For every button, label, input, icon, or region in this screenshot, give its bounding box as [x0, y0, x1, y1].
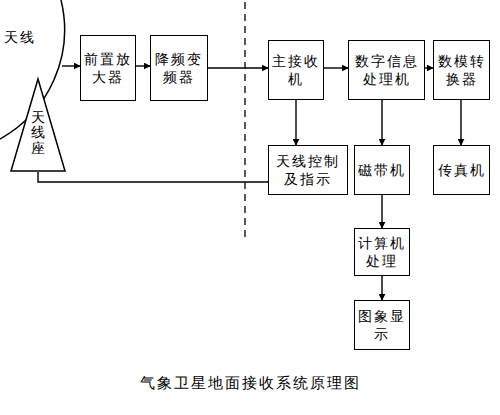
- connector-arrow: [208, 67, 268, 68]
- node-label: 计算机处理: [357, 234, 407, 270]
- node-label: 磁带机: [358, 161, 406, 179]
- process-box: 图象显示: [354, 300, 410, 350]
- node-label: 传真机: [438, 161, 486, 179]
- node-label: 降频变频器: [153, 50, 205, 86]
- node-label: 天线座: [31, 110, 45, 156]
- connector-arrow: [38, 172, 268, 182]
- process-box: 数模转换器: [433, 40, 490, 100]
- node-label: 图象显示: [357, 307, 407, 343]
- process-box: 计算机处理: [354, 228, 410, 276]
- connector-arrow: [324, 67, 348, 68]
- connector-arrow: [381, 195, 382, 228]
- connector-arrow: [425, 67, 433, 68]
- node-label: 数字信息处理机: [351, 52, 422, 88]
- connector-arrow: [381, 100, 382, 145]
- node-label: 前置放大器: [83, 50, 133, 86]
- process-box: 前置放大器: [80, 35, 136, 101]
- process-box: 主接收机: [268, 40, 324, 100]
- connector-arrow: [295, 100, 296, 145]
- node-label: 天线控制及指示: [271, 152, 345, 188]
- node-label: 天线: [4, 28, 36, 46]
- node-label: 主接收机: [271, 52, 321, 88]
- connector-arrow: [460, 100, 461, 145]
- process-box: 降频变频器: [150, 35, 208, 101]
- connector-arrow: [381, 276, 382, 300]
- node-label: 数模转换器: [436, 52, 487, 88]
- process-box: 磁带机: [354, 145, 410, 195]
- process-box: 天线控制及指示: [268, 145, 348, 195]
- antenna-mount: 天线座: [10, 78, 66, 172]
- process-box: 数字信息处理机: [348, 40, 425, 100]
- connector-arrow: [62, 65, 80, 66]
- process-box: 传真机: [433, 145, 490, 195]
- connector-arrow: [136, 65, 150, 66]
- figure-caption: 气象卫星地面接收系统原理图: [140, 374, 361, 393]
- divider-dashed-line: [244, 2, 245, 242]
